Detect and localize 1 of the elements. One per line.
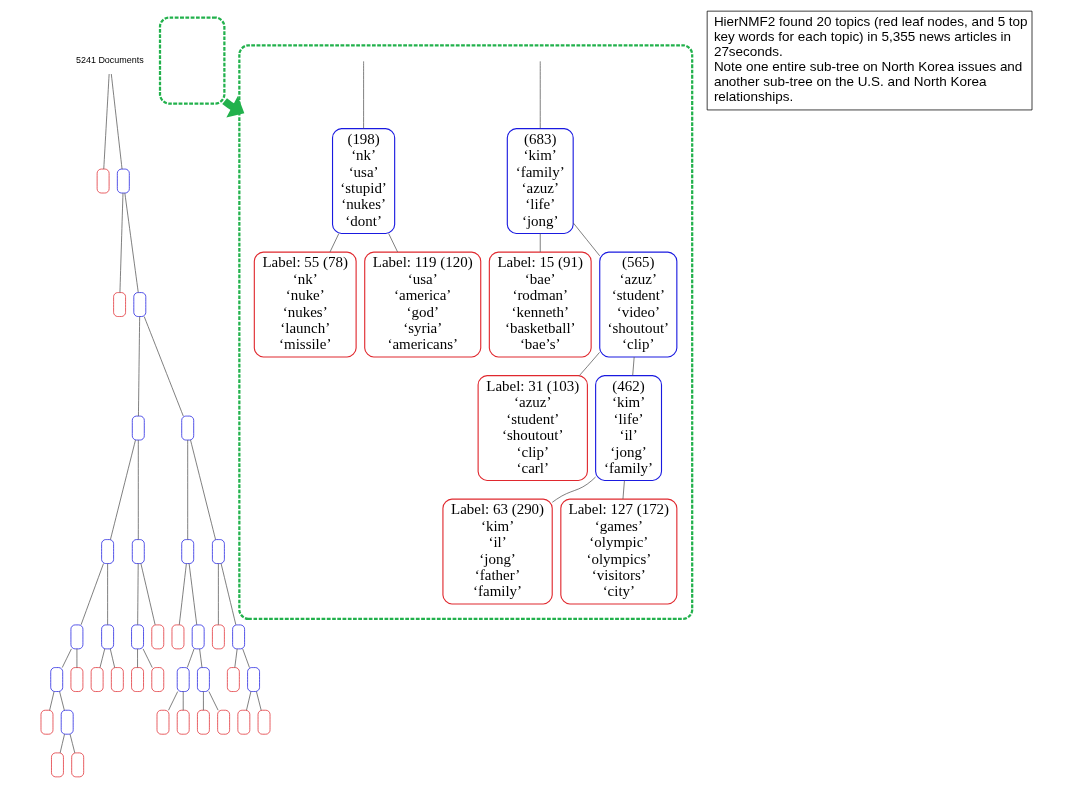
node-text: 5241 Documents (75, 54, 144, 65)
